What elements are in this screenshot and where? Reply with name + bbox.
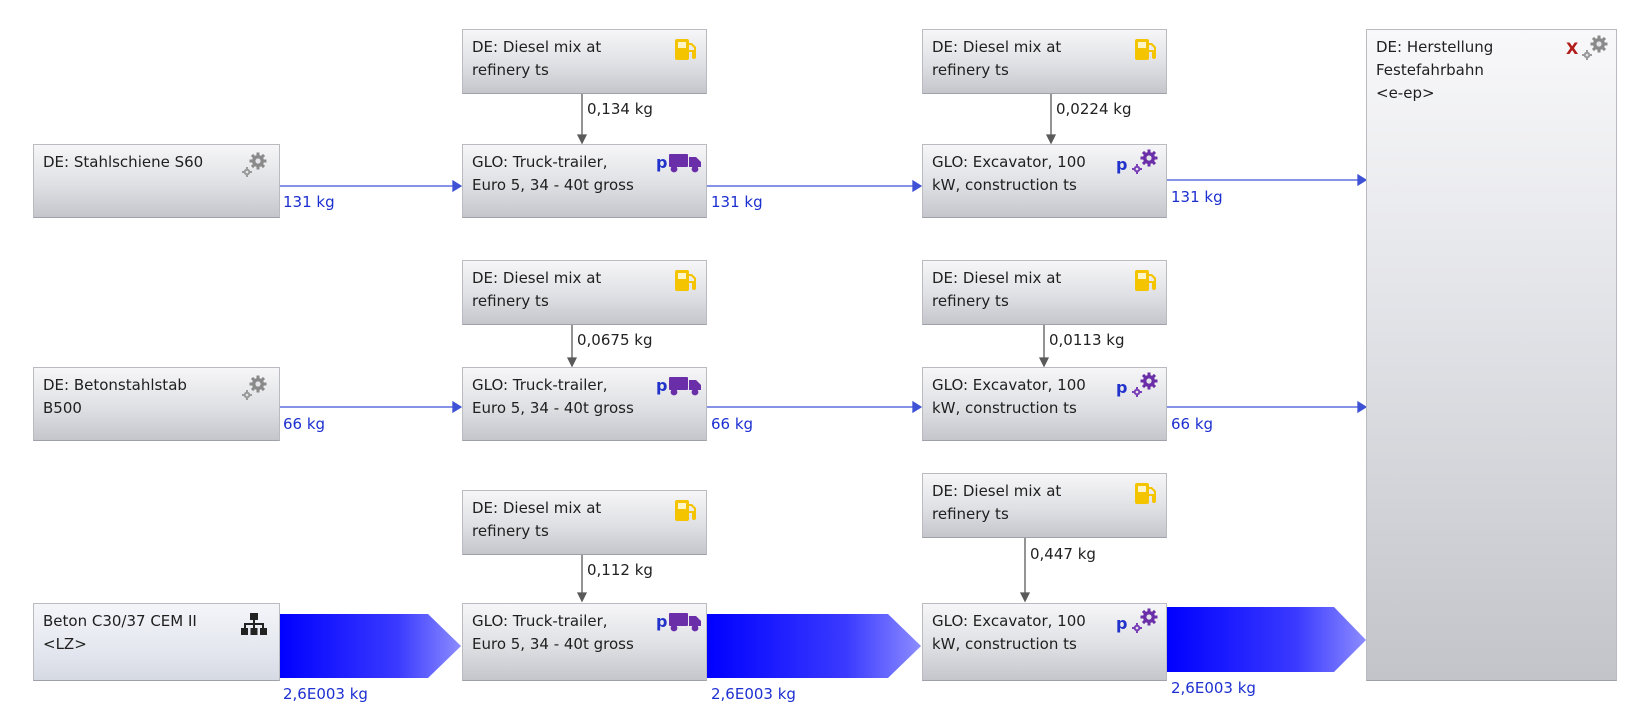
process-diesel-excavator-3[interactable]: DE: Diesel mix at refinery ts [922,473,1167,538]
process-truck-trailer-2[interactable]: GLO: Truck-trailer, Euro 5, 34 - 40t gro… [462,367,707,441]
flow-label-exc1-final: 131 kg [1171,188,1223,206]
fuel-pump-icon [673,268,699,294]
diesel-line-t2 [566,325,578,368]
flow-label-truck3-exc: 2,6E003 kg [711,685,796,703]
svg-text:p: p [1116,378,1127,397]
diesel-amount-t1: 0,134 kg [587,100,653,118]
process-excavator-1[interactable]: GLO: Excavator, 100 kW, construction ts … [922,144,1167,218]
process-label: DE: Betonstahlstab B500 [43,376,187,417]
svg-text:p: p [656,153,667,172]
diesel-line-t1 [576,94,588,145]
process-label: GLO: Excavator, 100 kW, construction ts [932,153,1086,194]
fuel-pump-icon [673,37,699,63]
process-label: DE: Stahlschiene S60 [43,153,204,171]
diesel-line-e2 [1038,325,1050,368]
gear-parameter-icon: p [1116,371,1162,401]
flow-line-betonstahl-truck [280,400,463,414]
process-betonstahlstab[interactable]: DE: Betonstahlstab B500 [33,367,280,441]
gear-parameter-icon: p [1116,148,1162,178]
plan-beton[interactable]: Beton C30/37 CEM II <LZ> [33,603,280,681]
fuel-pump-icon [1133,268,1159,294]
svg-text:p: p [656,612,667,631]
diesel-amount-t2: 0,0675 kg [577,331,653,349]
fuel-pump-icon [1133,481,1159,507]
process-diesel-truck-2[interactable]: DE: Diesel mix at refinery ts [462,260,707,325]
process-truck-trailer-3[interactable]: GLO: Truck-trailer, Euro 5, 34 - 40t gro… [462,603,707,681]
flow-line-truck2-exc [707,400,923,414]
flow-label-truck2-exc: 66 kg [711,415,754,433]
process-label: GLO: Truck-trailer, Euro 5, 34 - 40t gro… [472,153,634,194]
gear-x-icon: X [1566,34,1610,64]
process-truck-trailer-1[interactable]: GLO: Truck-trailer, Euro 5, 34 - 40t gro… [462,144,707,218]
process-herstellung-festefahrbahn[interactable]: DE: Herstellung Festefahrbahn <e-ep> X [1366,29,1617,681]
process-excavator-3[interactable]: GLO: Excavator, 100 kW, construction ts … [922,603,1167,681]
process-label: Beton C30/37 CEM II <LZ> [43,612,197,653]
flow-label-exc3-final: 2,6E003 kg [1171,679,1256,697]
process-excavator-2[interactable]: GLO: Excavator, 100 kW, construction ts … [922,367,1167,441]
process-stahlschiene[interactable]: DE: Stahlschiene S60 [33,144,280,218]
process-diesel-truck-3[interactable]: DE: Diesel mix at refinery ts [462,490,707,555]
flow-line-truck1-exc [707,179,923,193]
svg-text:p: p [1116,614,1127,633]
process-diesel-excavator-2[interactable]: DE: Diesel mix at refinery ts [922,260,1167,325]
diesel-amount-e2: 0,0113 kg [1049,331,1125,349]
flow-arrow-exc3-final [1167,607,1366,672]
truck-parameter-icon: p [656,152,702,176]
svg-text:p: p [656,376,667,395]
diesel-line-e1 [1045,94,1057,145]
flow-arrow-beton-truck [280,614,461,678]
process-label: DE: Herstellung Festefahrbahn <e-ep> [1376,38,1494,102]
hierarchy-icon [241,613,267,637]
process-label: DE: Diesel mix at refinery ts [932,482,1062,523]
fuel-pump-icon [1133,37,1159,63]
process-label: DE: Diesel mix at refinery ts [932,269,1062,310]
diesel-amount-t3: 0,112 kg [587,561,653,579]
process-label: GLO: Truck-trailer, Euro 5, 34 - 40t gro… [472,376,634,417]
diesel-line-t3 [576,555,588,603]
gear-icon [239,373,269,403]
truck-parameter-icon: p [656,375,702,399]
flow-label-beton-truck: 2,6E003 kg [283,685,368,703]
process-label: DE: Diesel mix at refinery ts [472,499,602,540]
diesel-amount-e3: 0,447 kg [1030,545,1096,563]
flow-line-stahl-truck [280,179,463,193]
diesel-line-e3 [1019,537,1031,603]
process-label: DE: Diesel mix at refinery ts [472,269,602,310]
process-diesel-truck-1[interactable]: DE: Diesel mix at refinery ts [462,29,707,94]
fuel-pump-icon [673,498,699,524]
process-diesel-excavator-1[interactable]: DE: Diesel mix at refinery ts [922,29,1167,94]
flow-label-stahl-truck: 131 kg [283,193,335,211]
gear-icon [239,150,269,180]
process-label: DE: Diesel mix at refinery ts [472,38,602,79]
flow-line-exc1-final [1167,173,1368,187]
flow-label-truck1-exc: 131 kg [711,193,763,211]
process-label: GLO: Excavator, 100 kW, construction ts [932,376,1086,417]
svg-text:X: X [1566,39,1579,58]
gear-parameter-icon: p [1116,607,1162,637]
diesel-amount-e1: 0,0224 kg [1056,100,1132,118]
flow-arrow-truck3-exc [707,614,921,678]
svg-text:p: p [1116,155,1127,174]
process-label: GLO: Truck-trailer, Euro 5, 34 - 40t gro… [472,612,634,653]
process-label: GLO: Excavator, 100 kW, construction ts [932,612,1086,653]
flow-label-exc2-final: 66 kg [1171,415,1214,433]
truck-parameter-icon: p [656,611,702,635]
flow-line-exc2-final [1167,400,1368,414]
flow-label-betonstahl-truck: 66 kg [283,415,326,433]
process-label: DE: Diesel mix at refinery ts [932,38,1062,79]
